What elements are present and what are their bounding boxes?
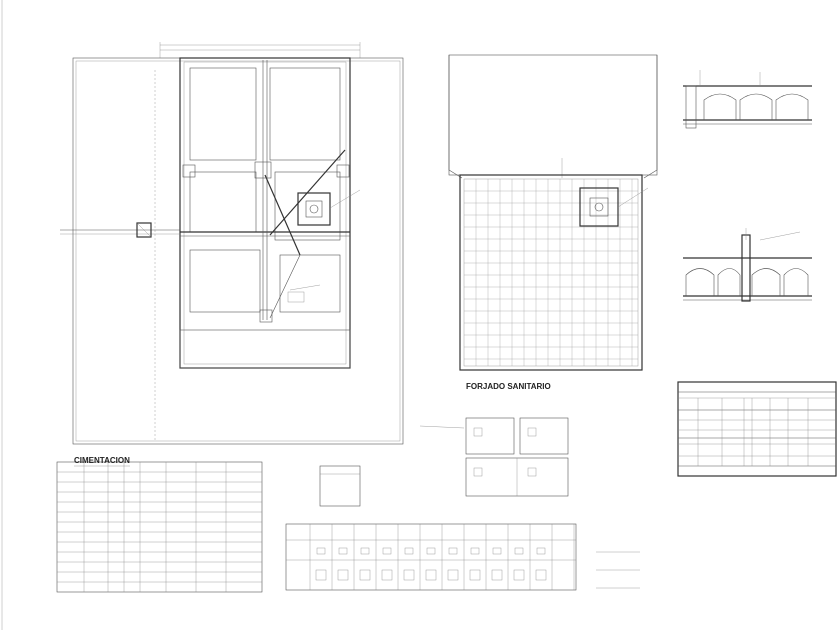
slab-grid bbox=[464, 179, 638, 366]
column-schedule-table bbox=[285, 523, 577, 591]
slab-plan bbox=[448, 54, 658, 371]
footing-schedule-table bbox=[56, 461, 263, 593]
margin-marks bbox=[1, 0, 640, 630]
concrete-characteristics-table bbox=[677, 381, 837, 477]
note-box bbox=[319, 465, 361, 507]
foundation-title: CIMENTACION bbox=[74, 456, 130, 465]
slab-title: FORJADO SANITARIO bbox=[466, 382, 551, 391]
section-detail-middle bbox=[683, 228, 812, 302]
foundation-plan bbox=[60, 42, 404, 445]
footing-detail-boxes bbox=[419, 417, 569, 497]
section-detail-top bbox=[683, 70, 812, 129]
